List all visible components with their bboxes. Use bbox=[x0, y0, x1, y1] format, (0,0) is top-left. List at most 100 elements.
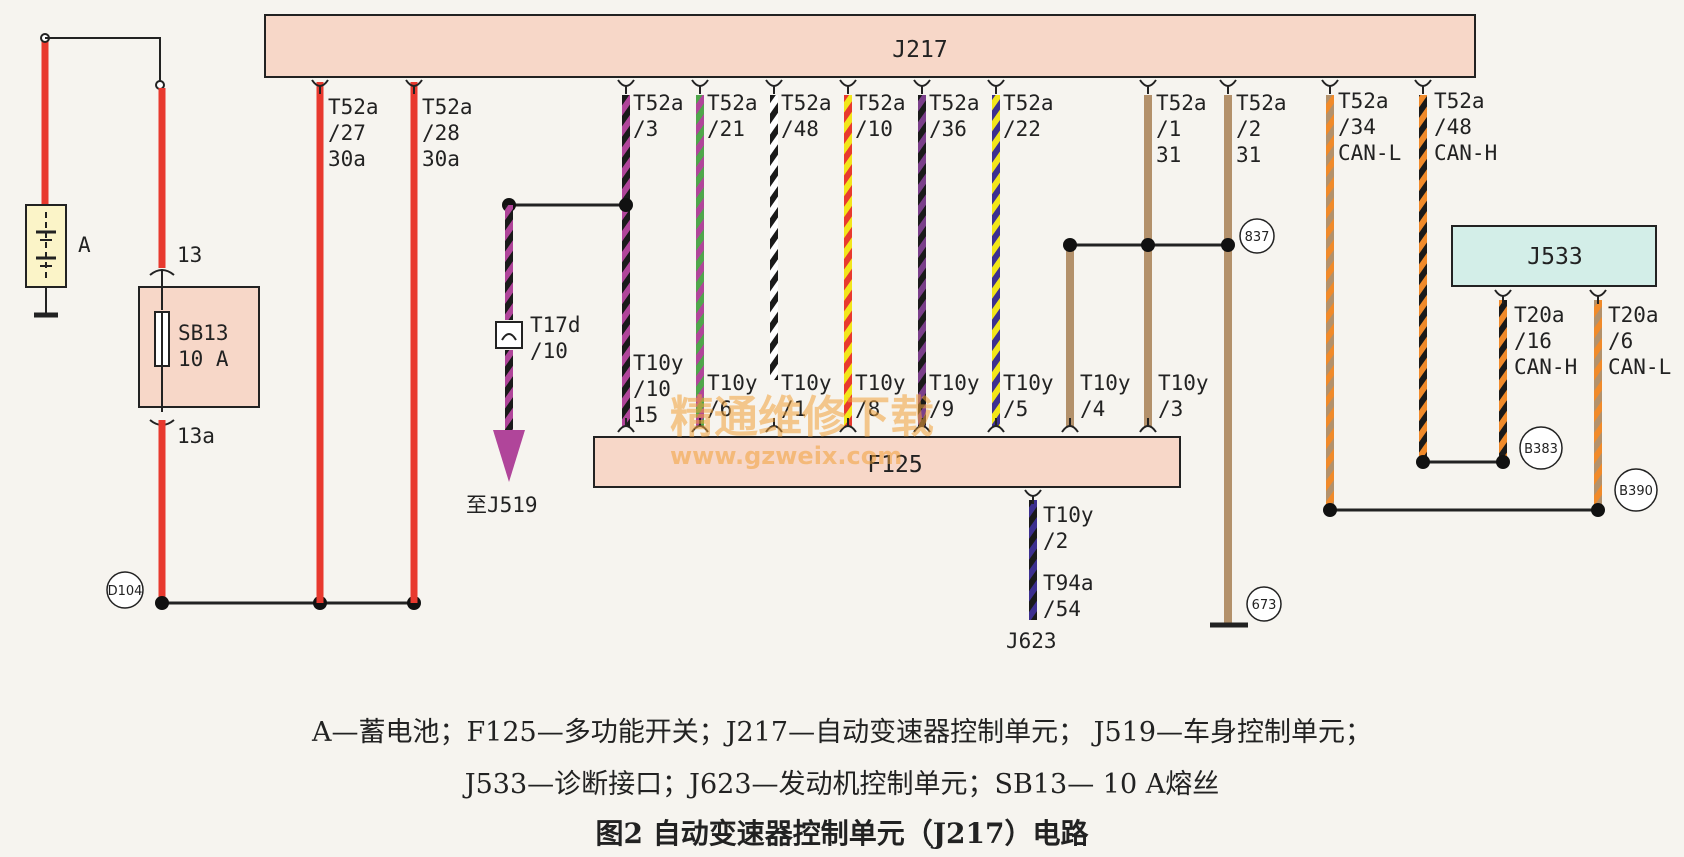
j217-pin-34-sig: CAN-L bbox=[1338, 141, 1401, 165]
pin-terminal bbox=[1414, 79, 1432, 94]
j217-pin-1-num: /1 bbox=[1156, 117, 1181, 141]
j217-pin-2-conn: T52a bbox=[1236, 91, 1287, 115]
connector-hooks bbox=[311, 79, 1607, 504]
j217-pin-28-sig: 30a bbox=[422, 147, 460, 171]
j217-pin-48-num: /48 bbox=[781, 117, 819, 141]
j217-pin-27-conn: T52a bbox=[328, 95, 379, 119]
pin-terminal bbox=[987, 418, 1005, 433]
ground-837-label: 837 bbox=[1245, 230, 1270, 245]
j623-pin: /54 bbox=[1043, 597, 1081, 621]
j217-pin-48-conn: T52a bbox=[781, 91, 832, 115]
j217-title: J217 bbox=[892, 37, 947, 63]
f125-pin-10-num: /10 bbox=[633, 377, 671, 401]
j217-pin-48b-sig: CAN-H bbox=[1434, 141, 1497, 165]
j623-target: J623 bbox=[1006, 629, 1057, 653]
j533-pin-16-sig: CAN-H bbox=[1514, 355, 1577, 379]
j217-pin-22-num: /22 bbox=[1003, 117, 1041, 141]
ground-d104-label: D104 bbox=[108, 584, 143, 599]
ground-837 bbox=[1239, 218, 1275, 254]
f125-pin-9-conn: T10y bbox=[929, 371, 980, 395]
pin-terminal bbox=[691, 79, 709, 94]
ground-b390 bbox=[1614, 468, 1658, 512]
f125-pin-1-conn: T10y bbox=[781, 371, 832, 395]
j217-pin-48b-num: /48 bbox=[1434, 115, 1472, 139]
pin-terminal bbox=[839, 418, 857, 433]
caption-legend-line1: A—蓄电池；F125—多功能开关；J217—自动变速器控制单元； J519—车身… bbox=[311, 717, 1373, 748]
j533-title: J533 bbox=[1527, 244, 1582, 270]
pin-terminal bbox=[839, 79, 857, 94]
f125-pin-6-num: /6 bbox=[707, 397, 732, 421]
j217-pin-3-num: /3 bbox=[633, 117, 658, 141]
f125-pin-10-conn: T10y bbox=[633, 351, 684, 375]
pin-terminal bbox=[1024, 489, 1042, 504]
j217-pin-36-conn: T52a bbox=[929, 91, 980, 115]
pin-terminal bbox=[1589, 289, 1607, 304]
f125-pin-5-num: /5 bbox=[1003, 397, 1028, 421]
j217-pin-2-num: /2 bbox=[1236, 117, 1261, 141]
ground-b383-label: B383 bbox=[1524, 442, 1558, 457]
j217-pin-27-sig: 30a bbox=[328, 147, 366, 171]
fuse-sb13: SB13 10 A 13 13a bbox=[138, 88, 260, 603]
f125-pin-4-num: /4 bbox=[1080, 397, 1105, 421]
pin-terminal bbox=[1494, 289, 1512, 304]
ground-d104 bbox=[106, 571, 144, 609]
f125-pin-labels: T10y /10 15 T10y /6 T10y /1 T10y /8 T10y… bbox=[633, 351, 1209, 427]
j217-pin-21-conn: T52a bbox=[707, 91, 758, 115]
j533-pin-6-sig: CAN-L bbox=[1608, 355, 1671, 379]
j217-box bbox=[264, 14, 1476, 78]
f125-bottom-pin: /2 bbox=[1043, 529, 1068, 553]
j217-pin-10-conn: T52a bbox=[855, 91, 906, 115]
battery-label: A bbox=[78, 233, 91, 257]
pin-terminal bbox=[1139, 79, 1157, 94]
pin-terminal bbox=[1061, 418, 1079, 433]
f125-bottom-conn: T10y bbox=[1043, 503, 1094, 527]
f125-pin-6-conn: T10y bbox=[707, 371, 758, 395]
j217-pin-34-num: /34 bbox=[1338, 115, 1376, 139]
f125-pin-4-conn: T10y bbox=[1080, 371, 1131, 395]
pin-terminal bbox=[913, 418, 931, 433]
f125-pin-8-num: /8 bbox=[855, 397, 880, 421]
ground-b390-label: B390 bbox=[1619, 484, 1653, 499]
f125-pin-5-conn: T10y bbox=[1003, 371, 1054, 395]
f125-pin-3-num: /3 bbox=[1158, 397, 1183, 421]
caption-legend-line2: J533—诊断接口；J623—发动机控制单元；SB13— 10 A熔丝 bbox=[464, 769, 1220, 800]
pin-terminal bbox=[765, 418, 783, 433]
pin-terminal bbox=[617, 79, 635, 94]
j217-pin-36-num: /36 bbox=[929, 117, 967, 141]
j217-pin-27-num: /27 bbox=[328, 121, 366, 145]
f125-pin-9-num: /9 bbox=[929, 397, 954, 421]
j519-conn: T17d bbox=[530, 313, 581, 337]
j519-target: 至J519 bbox=[466, 493, 538, 517]
watermark-title: 精通维修下载 bbox=[670, 392, 934, 443]
j533-pin-6-num: /6 bbox=[1608, 329, 1633, 353]
ground-673-label: 673 bbox=[1252, 598, 1277, 613]
j217-pin-28-conn: T52a bbox=[422, 95, 473, 119]
pin-terminal bbox=[1321, 79, 1339, 94]
j533-pin-16-conn: T20a bbox=[1514, 303, 1565, 327]
fuse-label-name: SB13 bbox=[178, 321, 229, 345]
pin-terminal bbox=[765, 79, 783, 94]
j533-pin-6-conn: T20a bbox=[1608, 303, 1659, 327]
fuse-label-rating: 10 A bbox=[178, 347, 229, 371]
j217-pin-34-conn: T52a bbox=[1338, 89, 1389, 113]
j217-pin-2-sig: 31 bbox=[1236, 143, 1261, 167]
pin-terminal bbox=[987, 79, 1005, 94]
j533-pin-16-num: /16 bbox=[1514, 329, 1552, 353]
pin-terminal bbox=[913, 79, 931, 94]
pin-terminal bbox=[691, 418, 709, 433]
f125-pin-3-conn: T10y bbox=[1158, 371, 1209, 395]
j217-pin-10-num: /10 bbox=[855, 117, 893, 141]
f125-box bbox=[593, 436, 1181, 488]
pin-terminal bbox=[1219, 79, 1237, 94]
battery: A bbox=[25, 33, 165, 318]
j217-pin-1-sig: 31 bbox=[1156, 143, 1181, 167]
fuse-pin-top: 13 bbox=[177, 243, 202, 267]
j217-pin-22-conn: T52a bbox=[1003, 91, 1054, 115]
j519-pin: /10 bbox=[530, 339, 568, 363]
pin-terminal bbox=[311, 79, 329, 94]
f125-title: F125 bbox=[867, 452, 922, 478]
j217-pin-labels: T52a /27 30a T52a /28 30a T52a /3 T52a /… bbox=[328, 89, 1497, 171]
circuit-diagram: J217 F125 J533 A SB13 10 A 13 13a bbox=[25, 14, 1671, 653]
f125-pin-10-extra: 15 bbox=[633, 403, 658, 427]
j217-pin-21-num: /21 bbox=[707, 117, 745, 141]
